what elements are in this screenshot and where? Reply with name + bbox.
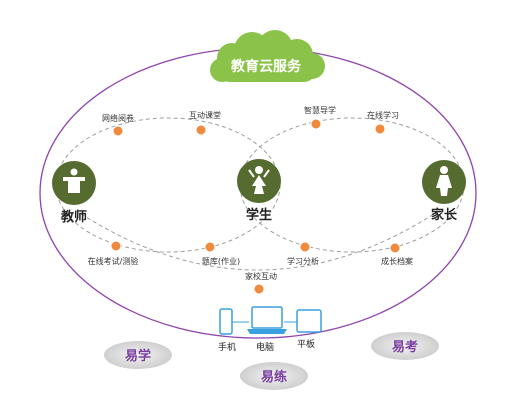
student-label: 学生 xyxy=(246,207,272,223)
badge-background xyxy=(371,332,439,360)
link-smart-guidance: 智慧导学 xyxy=(304,105,336,130)
link-label: 网络阅卷 xyxy=(102,113,134,123)
badge-label: 易考 xyxy=(392,339,418,355)
tablet-icon xyxy=(296,309,322,333)
student-icon xyxy=(248,166,270,194)
badge-background xyxy=(240,362,308,390)
link-label: 互动课堂 xyxy=(189,110,221,120)
role-student: 学生 xyxy=(237,159,281,223)
link-interactive-class: 互动课堂 xyxy=(189,110,221,136)
badge-label: 易学 xyxy=(125,348,151,364)
link-question-bank: 题库(作业) xyxy=(202,241,240,266)
cloud-label: 教育云服务 xyxy=(231,58,302,75)
link-node xyxy=(389,242,401,254)
cloud-service: 教育云服务 xyxy=(210,30,325,82)
link-learning-analysis: 学习分析 xyxy=(287,241,319,266)
link-label: 题库(作业) xyxy=(202,256,240,266)
badge-background xyxy=(104,341,172,369)
teacher-podium-icon xyxy=(63,168,85,193)
link-node xyxy=(299,241,311,253)
parent-woman-icon xyxy=(436,166,452,196)
link-node xyxy=(110,240,122,252)
badge-label: 易练 xyxy=(261,369,287,385)
laptop-icon xyxy=(247,306,287,334)
home-school-dashed-arc xyxy=(74,209,441,271)
badge-easy-practice: 易练 xyxy=(240,362,308,390)
link-node xyxy=(195,124,207,136)
link-label: 在线考试/测验 xyxy=(88,256,139,266)
badge-easy-test: 易考 xyxy=(371,332,439,360)
link-label: 在线学习 xyxy=(367,110,399,120)
link-node xyxy=(204,241,216,253)
role-teacher: 教师 xyxy=(52,161,96,225)
link-home-school: 家校互动 xyxy=(245,271,277,295)
link-online-marking: 网络阅卷 xyxy=(102,113,134,137)
link-label: 智慧导学 xyxy=(304,105,336,115)
link-node xyxy=(310,118,322,130)
laptop-device: 电脑 xyxy=(247,306,287,353)
link-growth-archive: 成长档案 xyxy=(381,242,413,266)
link-node xyxy=(112,125,124,137)
badge-easy-learn: 易学 xyxy=(104,341,172,369)
phone-device: 手机 xyxy=(218,308,236,353)
phone-icon xyxy=(219,308,233,335)
laptop-label: 电脑 xyxy=(256,341,274,353)
teacher-label: 教师 xyxy=(60,209,87,225)
link-label: 成长档案 xyxy=(381,256,413,266)
role-parent: 家长 xyxy=(422,160,466,223)
phone-label: 手机 xyxy=(218,341,236,353)
devices: 手机 电脑 平板 xyxy=(218,306,322,353)
tablet-device: 平板 xyxy=(296,309,322,350)
link-node xyxy=(253,283,265,295)
link-online-exam: 在线考试/测验 xyxy=(88,240,139,266)
parent-label: 家长 xyxy=(431,207,458,223)
link-label: 学习分析 xyxy=(287,256,319,266)
link-label: 家校互动 xyxy=(245,271,277,281)
link-node xyxy=(374,123,386,135)
link-online-learning: 在线学习 xyxy=(367,110,399,135)
tablet-label: 平板 xyxy=(297,338,315,350)
